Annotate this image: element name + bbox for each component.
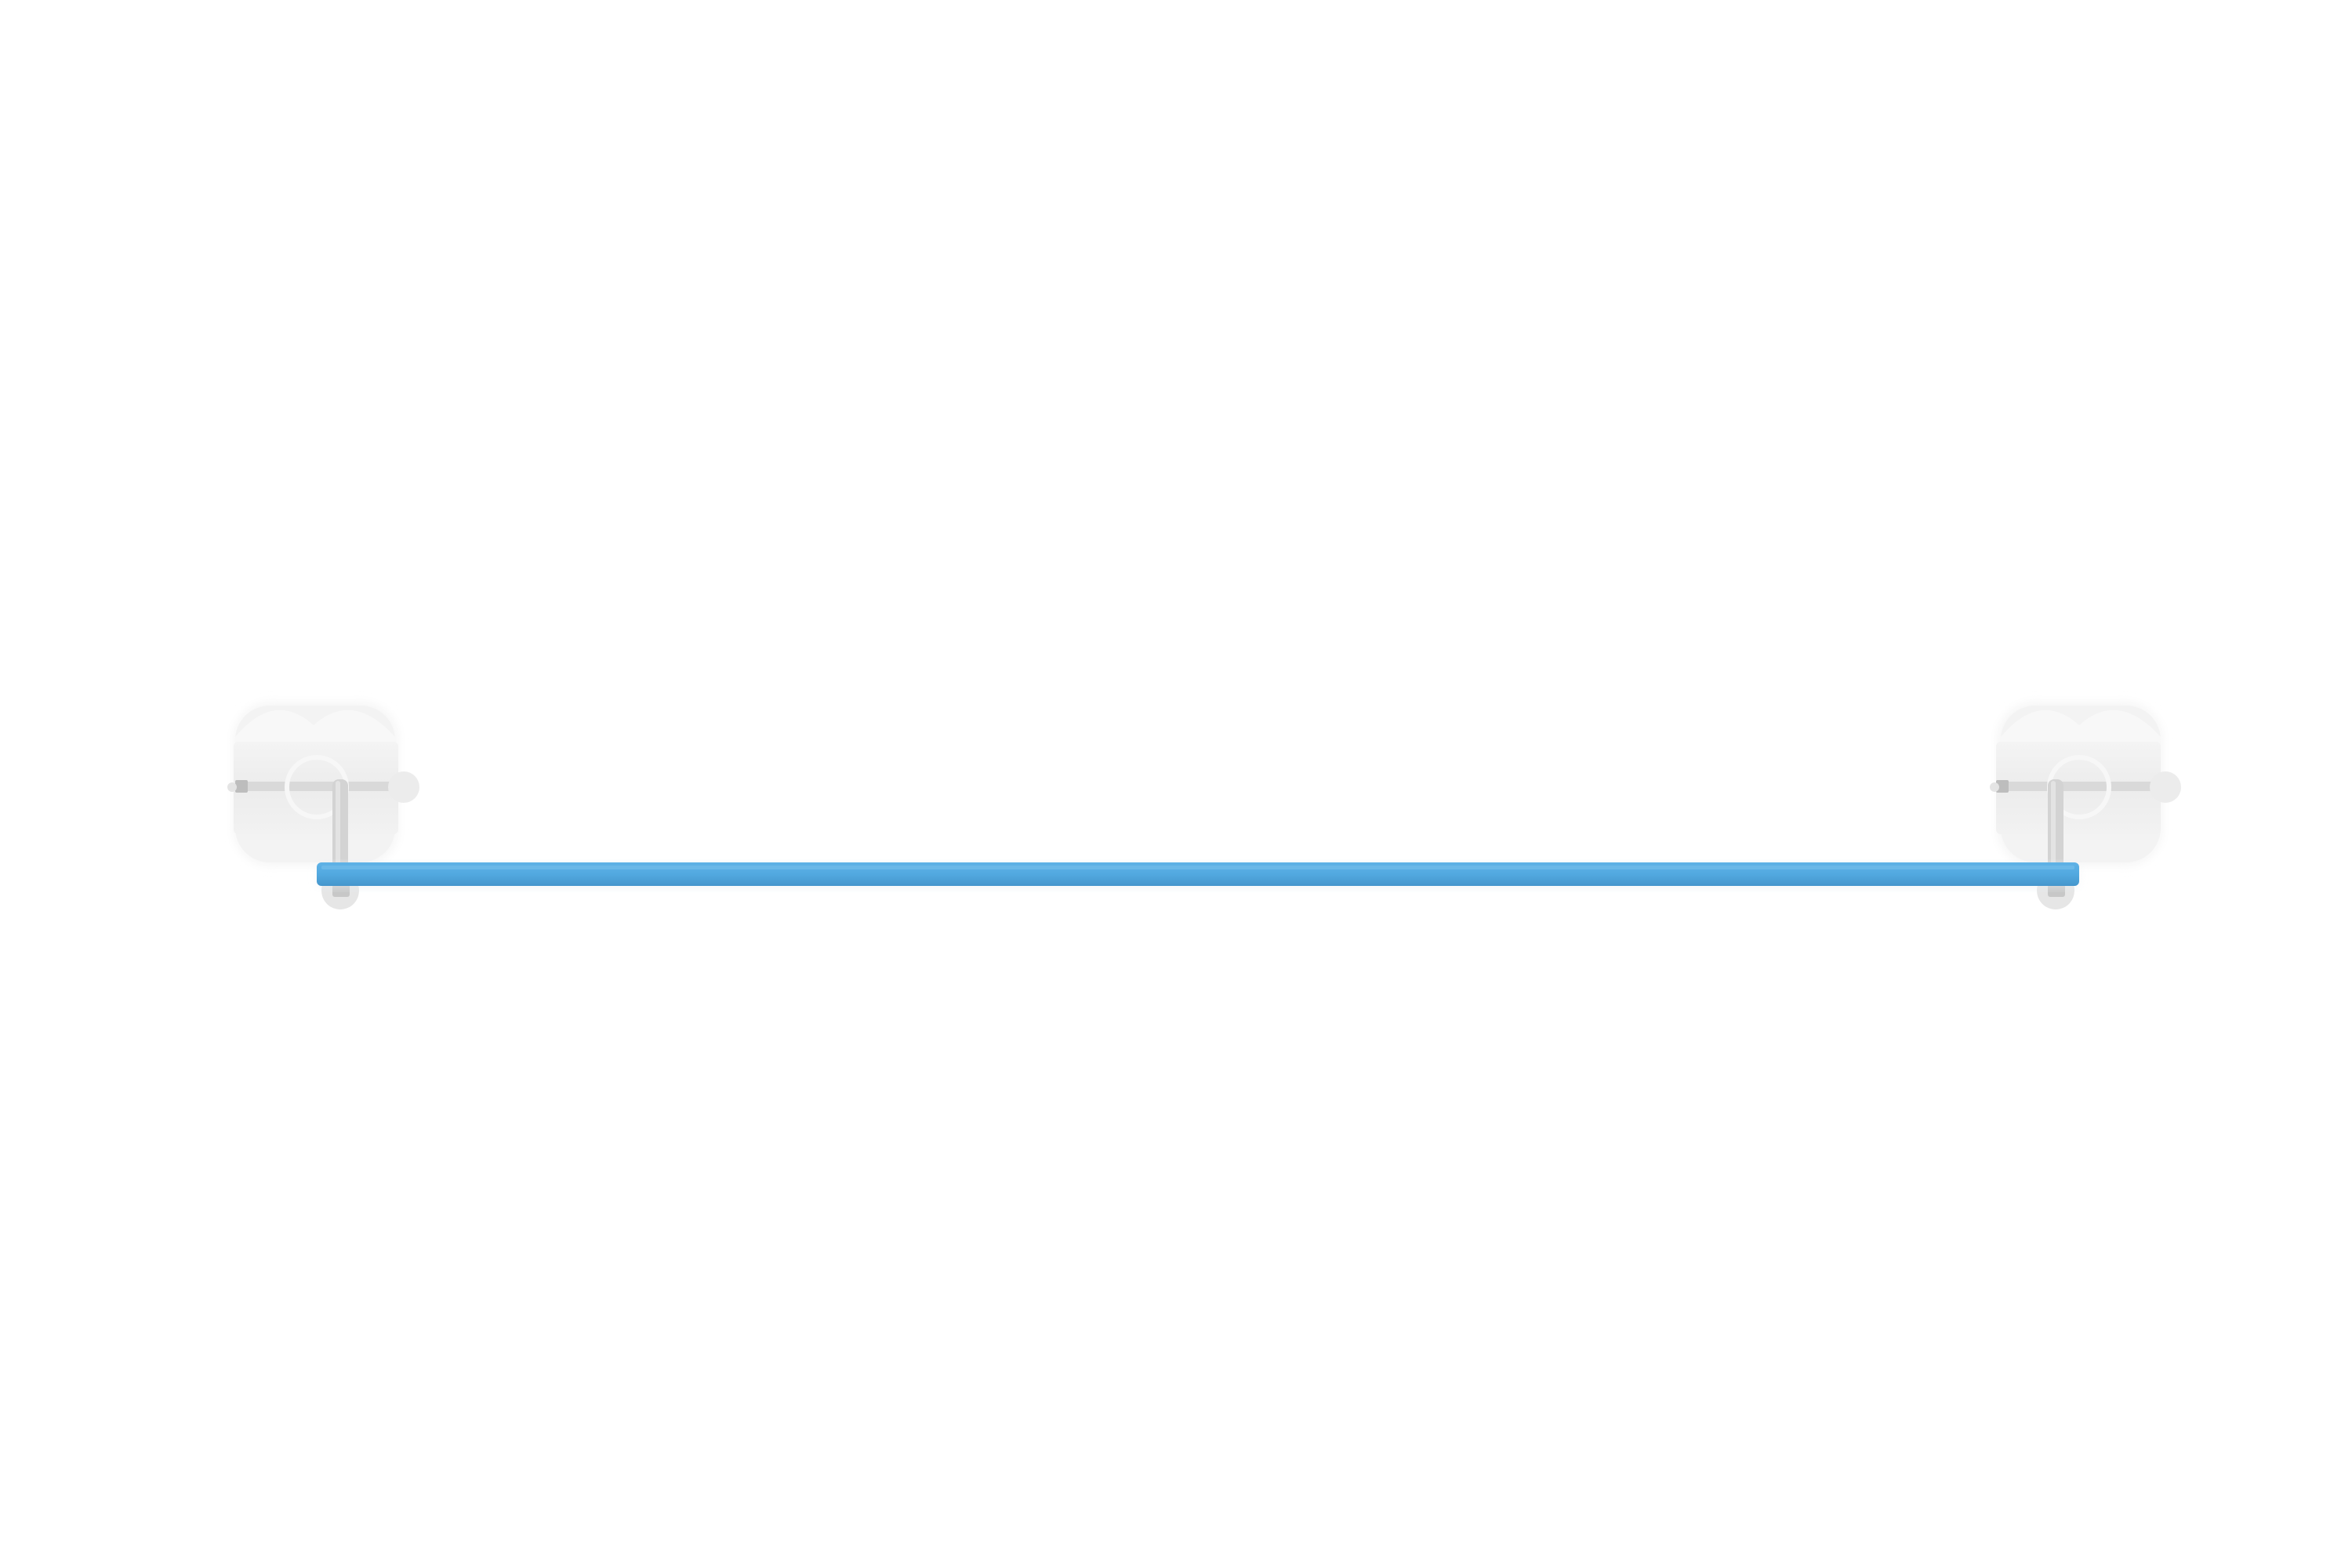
towel-rail	[317, 862, 2079, 887]
left-suction-bracket	[227, 702, 419, 909]
right-screw-bar	[1990, 771, 2181, 803]
right-suction-bracket	[1990, 702, 2181, 909]
left-screw-bar	[227, 771, 419, 803]
